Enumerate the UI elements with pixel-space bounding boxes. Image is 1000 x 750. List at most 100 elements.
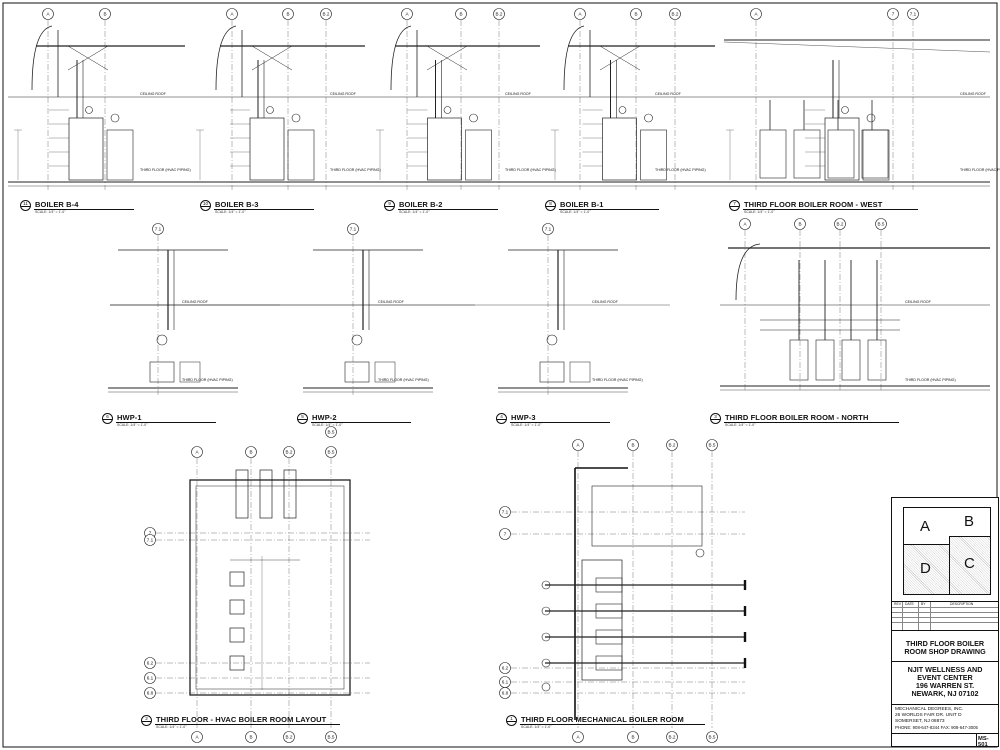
project-name: NJIT WELLNESS AND — [907, 665, 983, 674]
contractor-phone: PHONE: 908-647-8344 FAX: 908-647-3005 — [895, 725, 978, 730]
view-number: 8 — [545, 200, 556, 211]
grid-bubble — [325, 446, 337, 458]
ceiling-elevation-label: CEILING ROOF — [960, 92, 986, 96]
view-title: BOILER B-1 — [560, 200, 604, 209]
view-scale: SCALE: 1/4" = 1'-0" — [521, 725, 552, 729]
view-scale: SCALE: 1/4" = 1'-0" — [156, 725, 187, 729]
floor-elevation-label: THIRD FLOOR (HVAC PIPING) — [330, 168, 381, 172]
grid-bubble-label: 7 — [149, 531, 152, 536]
grid-bubble — [666, 439, 678, 451]
grid-bubble — [99, 8, 111, 20]
grid-bubble — [499, 506, 511, 518]
view-title-underline — [510, 422, 610, 423]
grid-bubble — [245, 731, 257, 743]
grid-bubble-label: B — [634, 12, 637, 17]
grid-bubble — [794, 218, 806, 230]
view-title-underline — [398, 209, 498, 210]
view-title: BOILER B-3 — [215, 200, 259, 209]
view-scale: SCALE: 1/4" = 1'-0" — [560, 210, 591, 214]
grid-bubble — [706, 731, 718, 743]
grid-bubble — [325, 426, 337, 438]
grid-bubble-label: 7.1 — [910, 12, 917, 17]
grid-bubble — [627, 731, 639, 743]
grid-bubble-label: B.5 — [709, 735, 716, 740]
grid-bubble-label: A — [754, 12, 758, 17]
rev-col-rev: REV — [894, 602, 901, 606]
ceiling-elevation-label: CEILING ROOF — [140, 92, 166, 96]
grid-bubble — [144, 687, 156, 699]
grid-bubble — [499, 662, 511, 674]
grid-bubble-label: A — [195, 735, 199, 740]
key-plan-b: B — [964, 513, 975, 530]
ceiling-elevation-label: CEILING ROOF — [330, 92, 356, 96]
grid-bubble-label: B.5 — [709, 443, 716, 448]
project-address: 196 WARREN ST. — [915, 681, 975, 690]
floor-elevation-label: THIRD FLOOR (HVAC PIPING) — [905, 378, 956, 382]
grid-bubble-label: 6.1 — [147, 676, 154, 681]
ceiling-elevation-label: CEILING ROOF — [182, 300, 208, 304]
view-title: THIRD FLOOR BOILER ROOM - WEST — [744, 200, 883, 209]
floor-elevation-label: THIRD FLOOR (HVAC PIPING) — [655, 168, 706, 172]
grid-bubble-label: B — [103, 12, 106, 17]
floor-elevation-label: THIRD FLOOR (HVAC PIPING) — [505, 168, 556, 172]
grid-bubble — [283, 446, 295, 458]
view-title-underline — [214, 209, 314, 210]
rev-col-date: DATE — [905, 602, 914, 606]
grid-bubble — [347, 223, 359, 235]
grid-bubble — [144, 534, 156, 546]
grid-bubble-label: 7.1 — [502, 510, 509, 515]
revision-table: REV DATE BY DESCRIPTION — [892, 601, 998, 631]
grid-bubble-label: B.5 — [328, 450, 335, 455]
ceiling-elevation-label: CEILING ROOF — [905, 300, 931, 304]
view-scale: SCALE: 1/4" = 1'-0" — [117, 423, 148, 427]
grid-bubble-label: A — [195, 450, 199, 455]
grid-bubble — [572, 439, 584, 451]
grid-bubble — [706, 439, 718, 451]
floor-elevation-label: THIRD FLOOR (HVAC PIPING) — [140, 168, 191, 172]
grid-bubble — [499, 687, 511, 699]
grid-bubble — [144, 657, 156, 669]
grid-bubble-label: B.2 — [669, 735, 676, 740]
grid-bubble-label: A — [230, 12, 234, 17]
grid-bubble — [401, 8, 413, 20]
grid-bubble-label: 7.1 — [147, 538, 154, 543]
rev-col-by: BY — [921, 602, 926, 606]
key-plan-a: A — [920, 518, 931, 535]
grid-bubble — [325, 731, 337, 743]
rev-col-description: DESCRIPTION — [950, 602, 974, 606]
ceiling-elevation-label: CEILING ROOF — [592, 300, 618, 304]
grid-bubble-label: B — [798, 222, 801, 227]
view-title: BOILER B-4 — [35, 200, 79, 209]
grid-bubble — [455, 8, 467, 20]
grid-bubble-label: B.2 — [672, 12, 679, 17]
view-title-underline — [743, 209, 918, 210]
project-name-2: EVENT CENTER — [917, 673, 973, 682]
project-city: NEWARK, NJ 07102 — [911, 689, 979, 698]
grid-bubble — [282, 8, 294, 20]
view-title-underline — [559, 209, 659, 210]
view-scale: SCALE: 1/4" = 1'-0" — [312, 423, 343, 427]
drawing-title: THIRD FLOOR BOILER ROOM SHOP DRAWING — [904, 639, 986, 656]
grid-bubble — [834, 218, 846, 230]
ceiling-elevation-label: CEILING ROOF — [655, 92, 681, 96]
grid-bubble-label: 6.2 — [147, 661, 154, 666]
grid-bubble-label: 6.2 — [502, 666, 509, 671]
grid-bubble-label: B.5 — [328, 735, 335, 740]
grid-bubble-label: A — [743, 222, 747, 227]
grid-bubble — [875, 218, 887, 230]
grid-bubble — [627, 439, 639, 451]
grid-bubble-label: A — [576, 443, 580, 448]
grid-bubble-label: 7 — [504, 532, 507, 537]
contractor-city: SOMERSET, NJ 08873 — [895, 719, 945, 724]
ceiling-elevation-label: CEILING ROOF — [378, 300, 404, 304]
grid-bubble-label: 7.1 — [545, 227, 552, 232]
view-title: BOILER B-2 — [399, 200, 443, 209]
key-plan-c: C — [964, 555, 975, 572]
title-block: A B D C REV DATE BY DESCRIPTION THIRD FL… — [891, 497, 999, 748]
view-number: 5 — [297, 413, 308, 424]
grid-bubble-label: B.2 — [323, 12, 330, 17]
grid-bubble — [283, 731, 295, 743]
view-title: HWP-3 — [511, 413, 536, 422]
